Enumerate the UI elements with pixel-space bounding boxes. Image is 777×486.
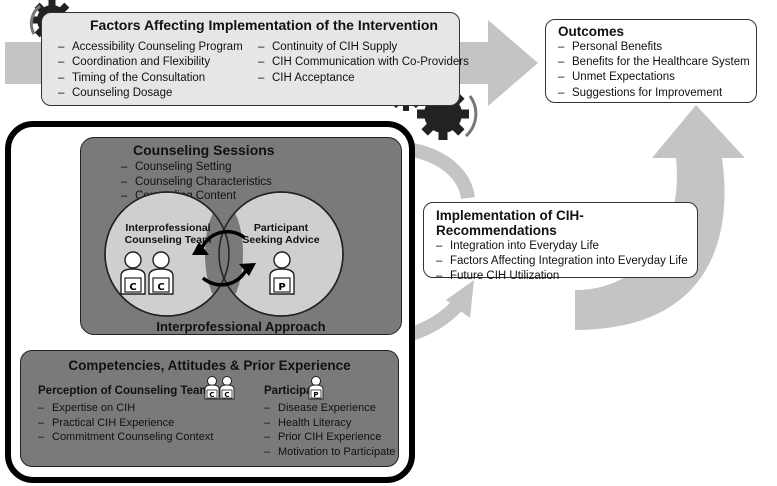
list-item: Counseling Dosage [58,86,243,102]
implementation-title: Implementation of CIH-Recommendations [436,208,584,238]
list-item: Accessibility Counseling Program [58,40,243,56]
list-item: Continuity of CIH Supply [258,40,469,56]
person-icon-small-c2 [219,376,235,400]
list-item: Timing of the Consultation [58,71,243,87]
list-item: Practical CIH Experience [38,416,213,431]
badge-small-p: P [313,391,318,399]
venn-diagram: C C P [104,191,344,317]
exchange-arrowhead-b [239,263,256,276]
badge-small-c2: C [224,391,229,399]
list-item: Factors Affecting Integration into Every… [436,254,697,269]
counseling-sessions-box: Counseling Sessions Counseling Setting C… [80,137,402,335]
competencies-title: Competencies, Attitudes & Prior Experien… [68,358,351,373]
team-heading: Perception of Counseling Team [38,385,210,397]
list-item: CIH Acceptance [258,71,469,87]
list-item: Future CIH Utilization [436,269,697,284]
participant-competency-list: Disease Experience Health Literacy Prior… [264,401,395,459]
outcome-arrow [575,105,745,330]
badge-counselor-1: C [129,282,136,293]
list-item: Commitment Counseling Context [38,430,213,445]
list-item: CIH Communication with Co-Providers [258,55,469,71]
person-icon-counselor-1 [120,251,146,295]
gear-rotation-arrow-large [464,95,478,138]
cycle-arrow-bottom-head [446,280,474,318]
outcomes-box: Outcomes Personal Benefits Benefits for … [545,19,757,103]
competencies-box: Competencies, Attitudes & Prior Experien… [20,350,399,467]
participant-label: Participant Seeking Advice [242,222,320,246]
list-item: Personal Benefits [558,40,756,55]
factors-list-left: Accessibility Counseling Program Coordin… [58,40,243,102]
list-item: Benefits for the Healthcare System [558,55,756,70]
person-icon-participant [269,251,295,295]
implementation-list: Integration into Everyday Life Factors A… [436,239,697,284]
list-item: Suggestions for Improvement [558,86,756,101]
competency-icons: C C P [204,376,324,400]
list-item: Coordination and Flexibility [58,55,243,71]
exchange-arrowhead-a [192,242,209,255]
outcomes-list: Personal Benefits Benefits for the Healt… [558,40,756,101]
venn-overlap-lens [205,204,243,304]
list-item: Disease Experience [264,401,395,416]
list-item: Counseling Characteristics [121,175,272,190]
list-item: Integration into Everyday Life [436,239,697,254]
list-item: Motivation to Participate [264,445,395,460]
person-icon-counselor-2 [148,251,174,295]
badge-participant: P [278,282,285,293]
gear-rotation-arrow-top-left [29,4,41,35]
person-icon-small-p [308,376,324,400]
outcomes-title: Outcomes [558,24,625,39]
badge-counselor-2: C [157,282,164,293]
factors-list-right: Continuity of CIH Supply CIH Communicati… [258,40,469,87]
team-competency-list: Expertise on CIH Practical CIH Experienc… [38,401,213,445]
factors-title: Factors Affecting Implementation of the … [90,17,438,33]
list-item: Counseling Setting [121,160,272,175]
approach-label: Interprofessional Approach [156,319,326,334]
list-item: Prior CIH Experience [264,430,395,445]
factors-box: Factors Affecting Implementation of the … [41,12,469,106]
implementation-box: Implementation of CIH-Recommendations In… [423,202,698,284]
sessions-title: Counseling Sessions [133,142,275,158]
exchange-arrows-icon [199,229,249,287]
list-item: Health Literacy [264,416,395,431]
badge-small-c1: C [209,391,214,399]
team-label: Interprofessional Counseling Team [124,222,212,246]
list-item: Unmet Expectations [558,70,756,85]
list-item: Expertise on CIH [38,401,213,416]
person-icon-small-c1 [204,376,220,400]
